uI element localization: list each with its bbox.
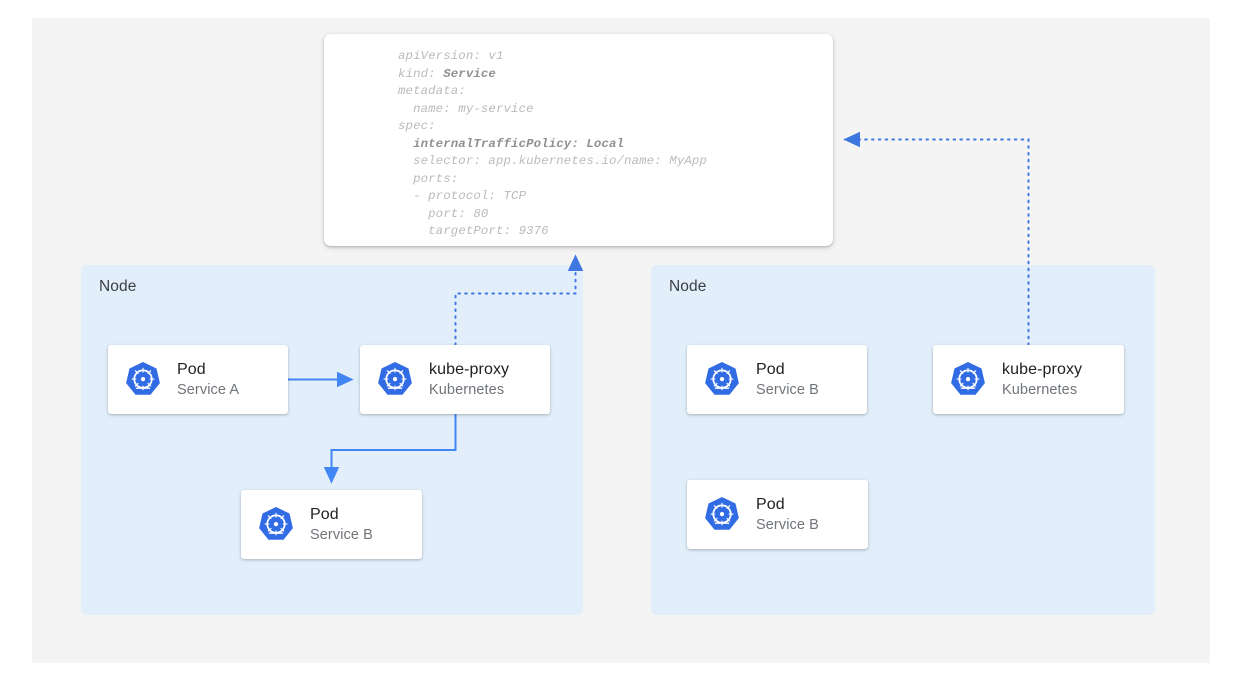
kubernetes-icon [702, 495, 742, 535]
kubernetes-icon [702, 360, 742, 400]
yaml-emphasis: Service [443, 66, 496, 81]
card-pod-service-b-left[interactable]: Pod Service B [241, 490, 422, 559]
card-kube-proxy-left[interactable]: kube-proxy Kubernetes [360, 345, 550, 414]
card-text: Pod Service B [756, 360, 819, 400]
card-text: Pod Service A [177, 360, 239, 400]
card-title: Pod [310, 505, 339, 523]
card-title: kube-proxy [1002, 360, 1083, 378]
kubernetes-icon [375, 360, 415, 400]
card-title: kube-proxy [429, 360, 510, 378]
node-label-right: Node [669, 278, 707, 295]
card-subtitle: Service B [756, 381, 819, 398]
card-pod-service-b-right[interactable]: Pod Service B [687, 345, 867, 414]
kubernetes-icon [948, 360, 988, 400]
kubernetes-icon [123, 360, 163, 400]
card-subtitle: Service B [310, 526, 373, 543]
yaml-line: internalTrafficPolicy: Local [398, 136, 707, 154]
yaml-emphasis: internalTrafficPolicy: Local [413, 136, 625, 151]
kubernetes-icon [256, 505, 296, 545]
yaml-line: - protocol: TCP [398, 189, 527, 204]
card-text: Pod Service B [310, 505, 373, 545]
card-subtitle: Service B [756, 516, 819, 533]
card-subtitle: Kubernetes [1002, 381, 1078, 398]
card-pod-service-a[interactable]: Pod Service A [108, 345, 288, 414]
card-title: Pod [756, 495, 785, 513]
node-panel-left: Node [81, 265, 583, 615]
service-spec-yaml: apiVersion: v1 kind: Service metadata: nam… [398, 48, 707, 241]
card-title: Pod [177, 360, 206, 378]
node-label-left: Node [99, 278, 137, 295]
yaml-line: kind: Service [398, 66, 496, 81]
card-subtitle: Kubernetes [429, 381, 505, 398]
yaml-line: selector: app.kubernetes.io/name: MyApp [398, 154, 707, 169]
yaml-line: port: 80 [398, 206, 489, 221]
card-title: Pod [756, 360, 785, 378]
yaml-line: targetPort: 9376 [398, 224, 549, 239]
service-spec-card: apiVersion: v1 kind: Service metadata: nam… [324, 34, 833, 246]
yaml-line: ports: [398, 171, 459, 186]
yaml-line: metadata: [398, 84, 466, 99]
card-text: kube-proxy Kubernetes [429, 360, 509, 400]
card-subtitle: Service A [177, 381, 240, 398]
card-pod-service-b-right-lower[interactable]: Pod Service B [687, 480, 868, 549]
node-panel-right: Node [651, 265, 1155, 615]
yaml-line: spec: [398, 119, 436, 134]
card-text: kube-proxy Kubernetes [1002, 360, 1082, 400]
yaml-line: apiVersion: v1 [398, 49, 504, 63]
card-kube-proxy-right[interactable]: kube-proxy Kubernetes [933, 345, 1124, 414]
yaml-line: name: my-service [398, 101, 534, 116]
card-text: Pod Service B [756, 495, 819, 535]
